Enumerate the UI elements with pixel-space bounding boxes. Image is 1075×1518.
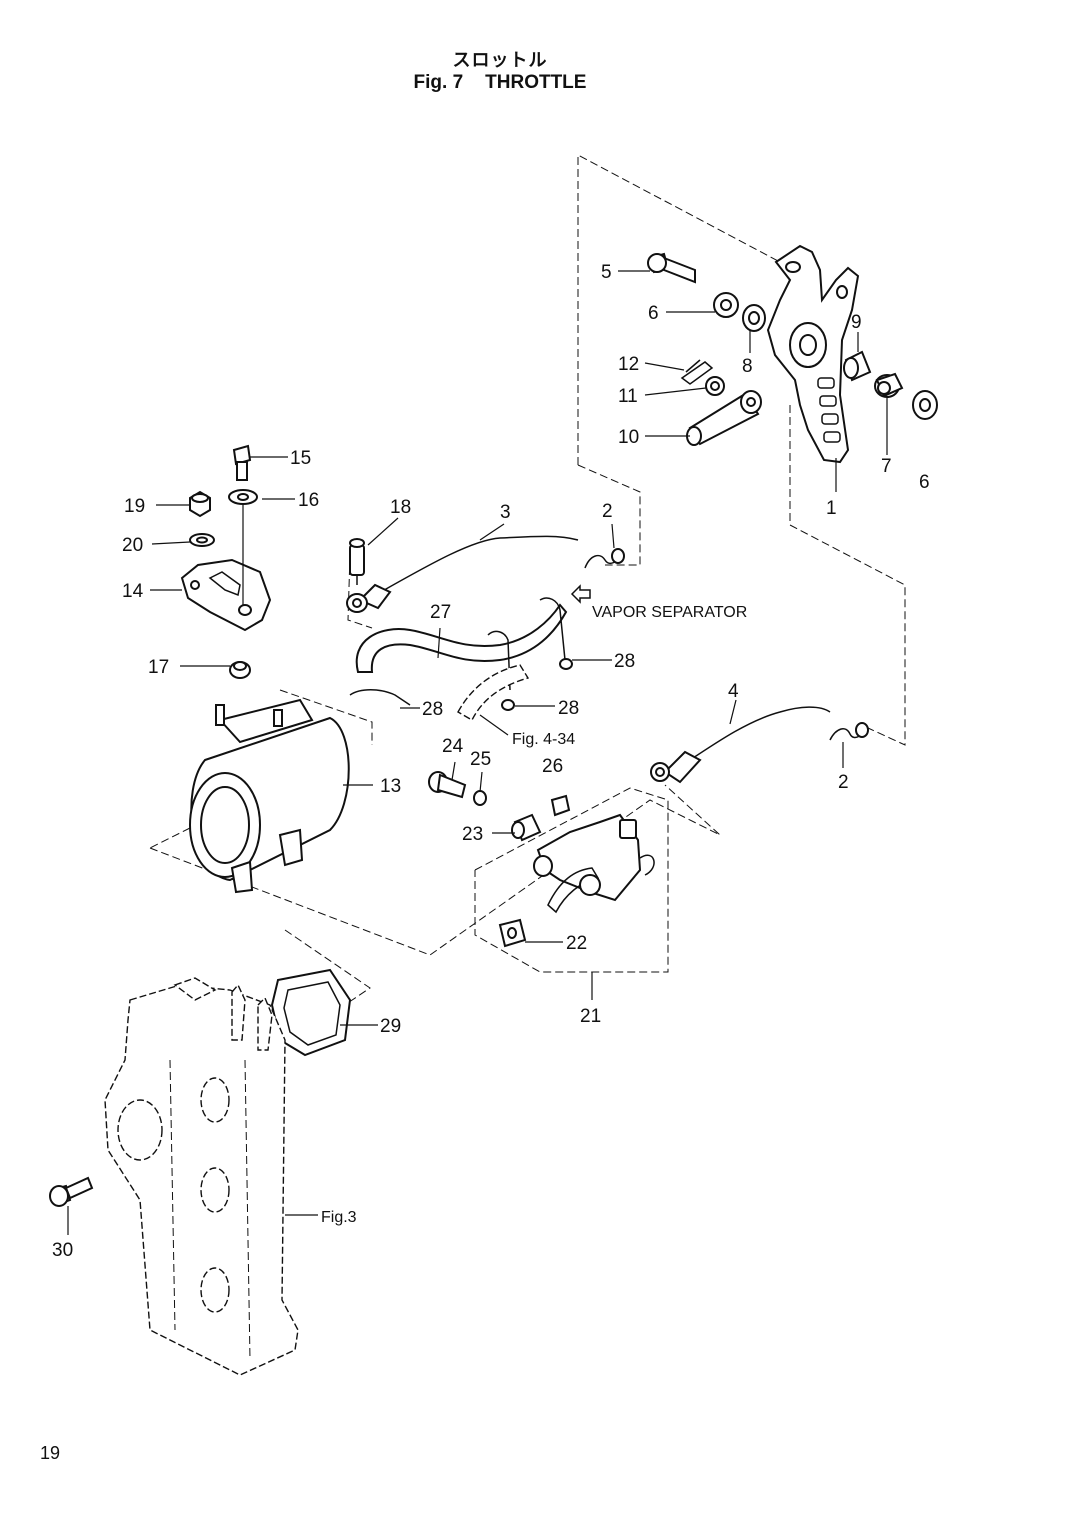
callout-30: 30 <box>52 1240 73 1261</box>
callout-3: 3 <box>500 502 511 523</box>
figure-title-english: THROTTLE <box>485 72 587 93</box>
rod-clip-part-2-lower <box>829 722 869 741</box>
throttle-cam-part-21 <box>533 813 655 914</box>
callout-13: 13 <box>380 776 401 797</box>
throttle-lever-part-1 <box>766 244 860 464</box>
callout-17: 17 <box>148 657 169 678</box>
collar-part-9 <box>843 350 872 382</box>
bolt-part-15 <box>232 444 252 481</box>
title-japanese: スロットル <box>452 50 548 71</box>
nut-part-19 <box>189 490 211 518</box>
callout-21: 21 <box>580 1006 601 1027</box>
callout-10: 10 <box>618 427 639 448</box>
bush-part-7 <box>874 372 904 398</box>
figure-number: Fig. 7 <box>413 72 464 93</box>
callout-9: 9 <box>851 312 862 333</box>
bush-part-17 <box>229 661 251 679</box>
vapor-separator-arrow-icon <box>570 584 591 604</box>
callout-6-lower: 6 <box>919 472 930 493</box>
bolt-part-5 <box>647 252 696 284</box>
callout-29: 29 <box>380 1016 401 1037</box>
washer-part-11 <box>705 376 725 396</box>
bolt-part-24 <box>428 771 467 799</box>
callout-leader-lines <box>67 270 888 1235</box>
cylinder-block-fig-3 <box>104 977 299 1376</box>
grip-part-10 <box>686 390 762 446</box>
throttle-body-part-13 <box>189 698 350 894</box>
washer-part-16 <box>228 489 258 505</box>
washer-part-8 <box>742 304 766 332</box>
fig-3-reference: Fig.3 <box>321 1209 357 1226</box>
hose-fig-4-34 <box>457 664 530 721</box>
callout-16: 16 <box>298 490 319 511</box>
callout-12: 12 <box>618 354 639 375</box>
washer-part-6-lower <box>912 390 938 420</box>
washer-part-6-upper <box>713 292 739 318</box>
collar-part-23 <box>511 813 542 842</box>
callout-24: 24 <box>442 736 464 757</box>
fig-4-34-reference: Fig. 4-34 <box>512 731 575 748</box>
callout-2-upper: 2 <box>602 501 613 522</box>
callout-22: 22 <box>566 933 587 954</box>
hose-clamp-part-28 <box>349 597 573 711</box>
callout-27: 27 <box>430 602 451 623</box>
gasket-part-29 <box>270 968 352 1057</box>
vapor-separator-reference: VAPOR SEPARATOR <box>592 604 747 621</box>
callout-14: 14 <box>122 581 144 602</box>
throttle-rod-part-4 <box>650 706 831 784</box>
callout-1: 1 <box>826 498 837 519</box>
callout-15: 15 <box>290 448 311 469</box>
callout-8: 8 <box>742 356 753 377</box>
callout-6-upper: 6 <box>648 303 659 324</box>
clip-part-12 <box>680 359 714 385</box>
link-plate-part-14 <box>180 558 272 632</box>
callout-20: 20 <box>122 535 143 556</box>
callout-2-lower: 2 <box>838 772 849 793</box>
washer-part-25 <box>473 790 487 806</box>
callout-18: 18 <box>390 497 411 518</box>
callout-5: 5 <box>601 262 612 283</box>
callout-numbers: 1 2 2 3 4 5 6 6 7 8 9 10 11 12 13 14 15 … <box>52 262 930 1261</box>
callout-26: 26 <box>542 756 563 777</box>
callout-7: 7 <box>881 456 892 477</box>
callout-25: 25 <box>470 749 491 770</box>
seal-part-26 <box>550 794 571 817</box>
hose-part-27 <box>355 603 568 673</box>
throttle-rod-part-3 <box>346 535 579 613</box>
callout-11: 11 <box>618 386 638 407</box>
assembly-guide-lines <box>149 154 906 1026</box>
figure-title: Fig. 7 THROTTLE <box>0 72 1000 94</box>
page-number: 19 <box>40 1443 61 1463</box>
rod-clip-part-2-upper <box>584 548 625 569</box>
callout-19: 19 <box>124 496 145 517</box>
callout-28-left: 28 <box>422 699 443 720</box>
bolt-part-30 <box>49 1176 94 1207</box>
callout-4: 4 <box>728 681 739 702</box>
collar-part-22 <box>498 918 527 948</box>
callout-23: 23 <box>462 824 483 845</box>
sensor-part-18 <box>349 538 365 585</box>
callout-28-middle: 28 <box>558 698 579 719</box>
washer-part-20 <box>189 533 215 547</box>
callout-28-right: 28 <box>614 651 635 672</box>
